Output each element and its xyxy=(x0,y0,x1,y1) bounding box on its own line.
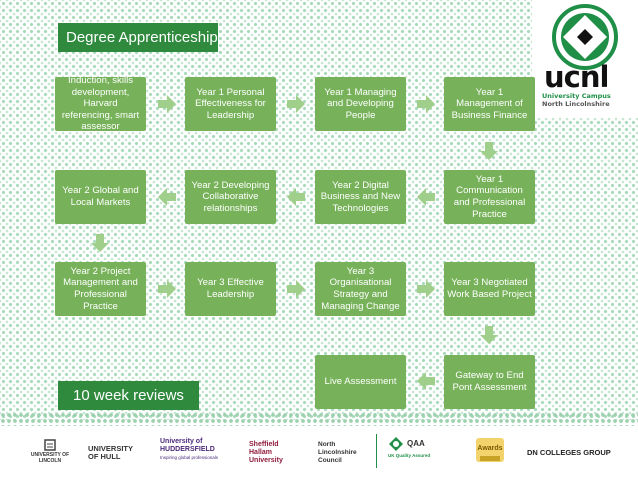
step-y2-collaborative: Year 2 Developing Collaborative relation… xyxy=(185,170,276,224)
step-induction: Induction, skills development, Harvard r… xyxy=(55,75,146,132)
step-y1-personal-effectiveness: Year 1 Personal Effectiveness for Leader… xyxy=(185,77,276,131)
qaa-logo: QAA UK Quality Assured xyxy=(388,436,448,466)
step-y1-business-finance: Year 1 Management of Business Finance xyxy=(444,77,535,131)
ucnl-line2: North Lincolnshire xyxy=(542,100,610,108)
ucnl-line1: University Campus xyxy=(542,92,611,100)
sheffield-hallam-logo: Sheffield Hallam University xyxy=(249,441,283,464)
reviews-label: 10 week reviews xyxy=(58,381,199,410)
arrow-right-icon xyxy=(287,280,305,298)
arrow-down-icon xyxy=(480,142,498,160)
arrow-right-icon xyxy=(158,95,176,113)
awards-badge-icon xyxy=(476,438,504,462)
arrow-right-icon xyxy=(158,280,176,298)
step-y2-digital-business: Year 2 Digital Business and New Technolo… xyxy=(315,170,406,224)
crest-icon xyxy=(44,439,56,451)
dn-colleges-logo: DN COLLEGES GROUP xyxy=(527,448,611,457)
lincoln-logo: UNIVERSITY OF LINCOLN xyxy=(30,438,70,468)
arrow-left-icon xyxy=(287,188,305,206)
step-live-assessment: Live Assessment xyxy=(315,355,406,409)
footer-divider xyxy=(376,434,377,468)
nlc-logo: North Lincolnshire Council xyxy=(318,441,357,464)
step-y3-organisational-strategy: Year 3 Organisational Strategy and Manag… xyxy=(315,262,406,316)
ucnl-logo: ucnl University Campus North Lincolnshir… xyxy=(532,0,638,118)
arrow-left-icon xyxy=(417,372,435,390)
footer-logos: UNIVERSITY OF LINCOLN UNIVERSITY OF HULL… xyxy=(0,426,638,478)
awards-logo: Awards xyxy=(470,430,510,468)
qaa-diamond-icon xyxy=(389,437,403,451)
arrow-right-icon xyxy=(417,95,435,113)
arrow-right-icon xyxy=(287,95,305,113)
ucnl-emblem-icon xyxy=(552,4,618,70)
step-y1-communication: Year 1 Communication and Professional Pr… xyxy=(444,170,535,224)
step-y1-managing-people: Year 1 Managing and Developing People xyxy=(315,77,406,131)
arrow-down-icon xyxy=(480,326,498,344)
arrow-right-icon xyxy=(417,280,435,298)
step-y3-work-based-project: Year 3 Negotiated Work Based Project xyxy=(444,262,535,316)
arrow-left-icon xyxy=(417,188,435,206)
hull-logo: UNIVERSITY OF HULL xyxy=(88,444,133,461)
step-y2-global-markets: Year 2 Global and Local Markets xyxy=(55,170,146,224)
arrow-left-icon xyxy=(158,188,176,206)
step-y3-effective-leadership: Year 3 Effective Leadership xyxy=(185,262,276,316)
ucnl-wordmark: ucnl xyxy=(544,60,609,94)
huddersfield-logo: University of HUDDERSFIELD Inspiring glo… xyxy=(160,438,219,460)
page-title: Degree Apprenticeship xyxy=(58,23,218,52)
step-gateway-epa: Gateway to End Pont Assessment xyxy=(444,355,535,409)
arrow-down-icon xyxy=(91,234,109,252)
step-y2-project-management: Year 2 Project Management and Profession… xyxy=(55,262,146,316)
footer-pattern-band xyxy=(0,412,638,426)
